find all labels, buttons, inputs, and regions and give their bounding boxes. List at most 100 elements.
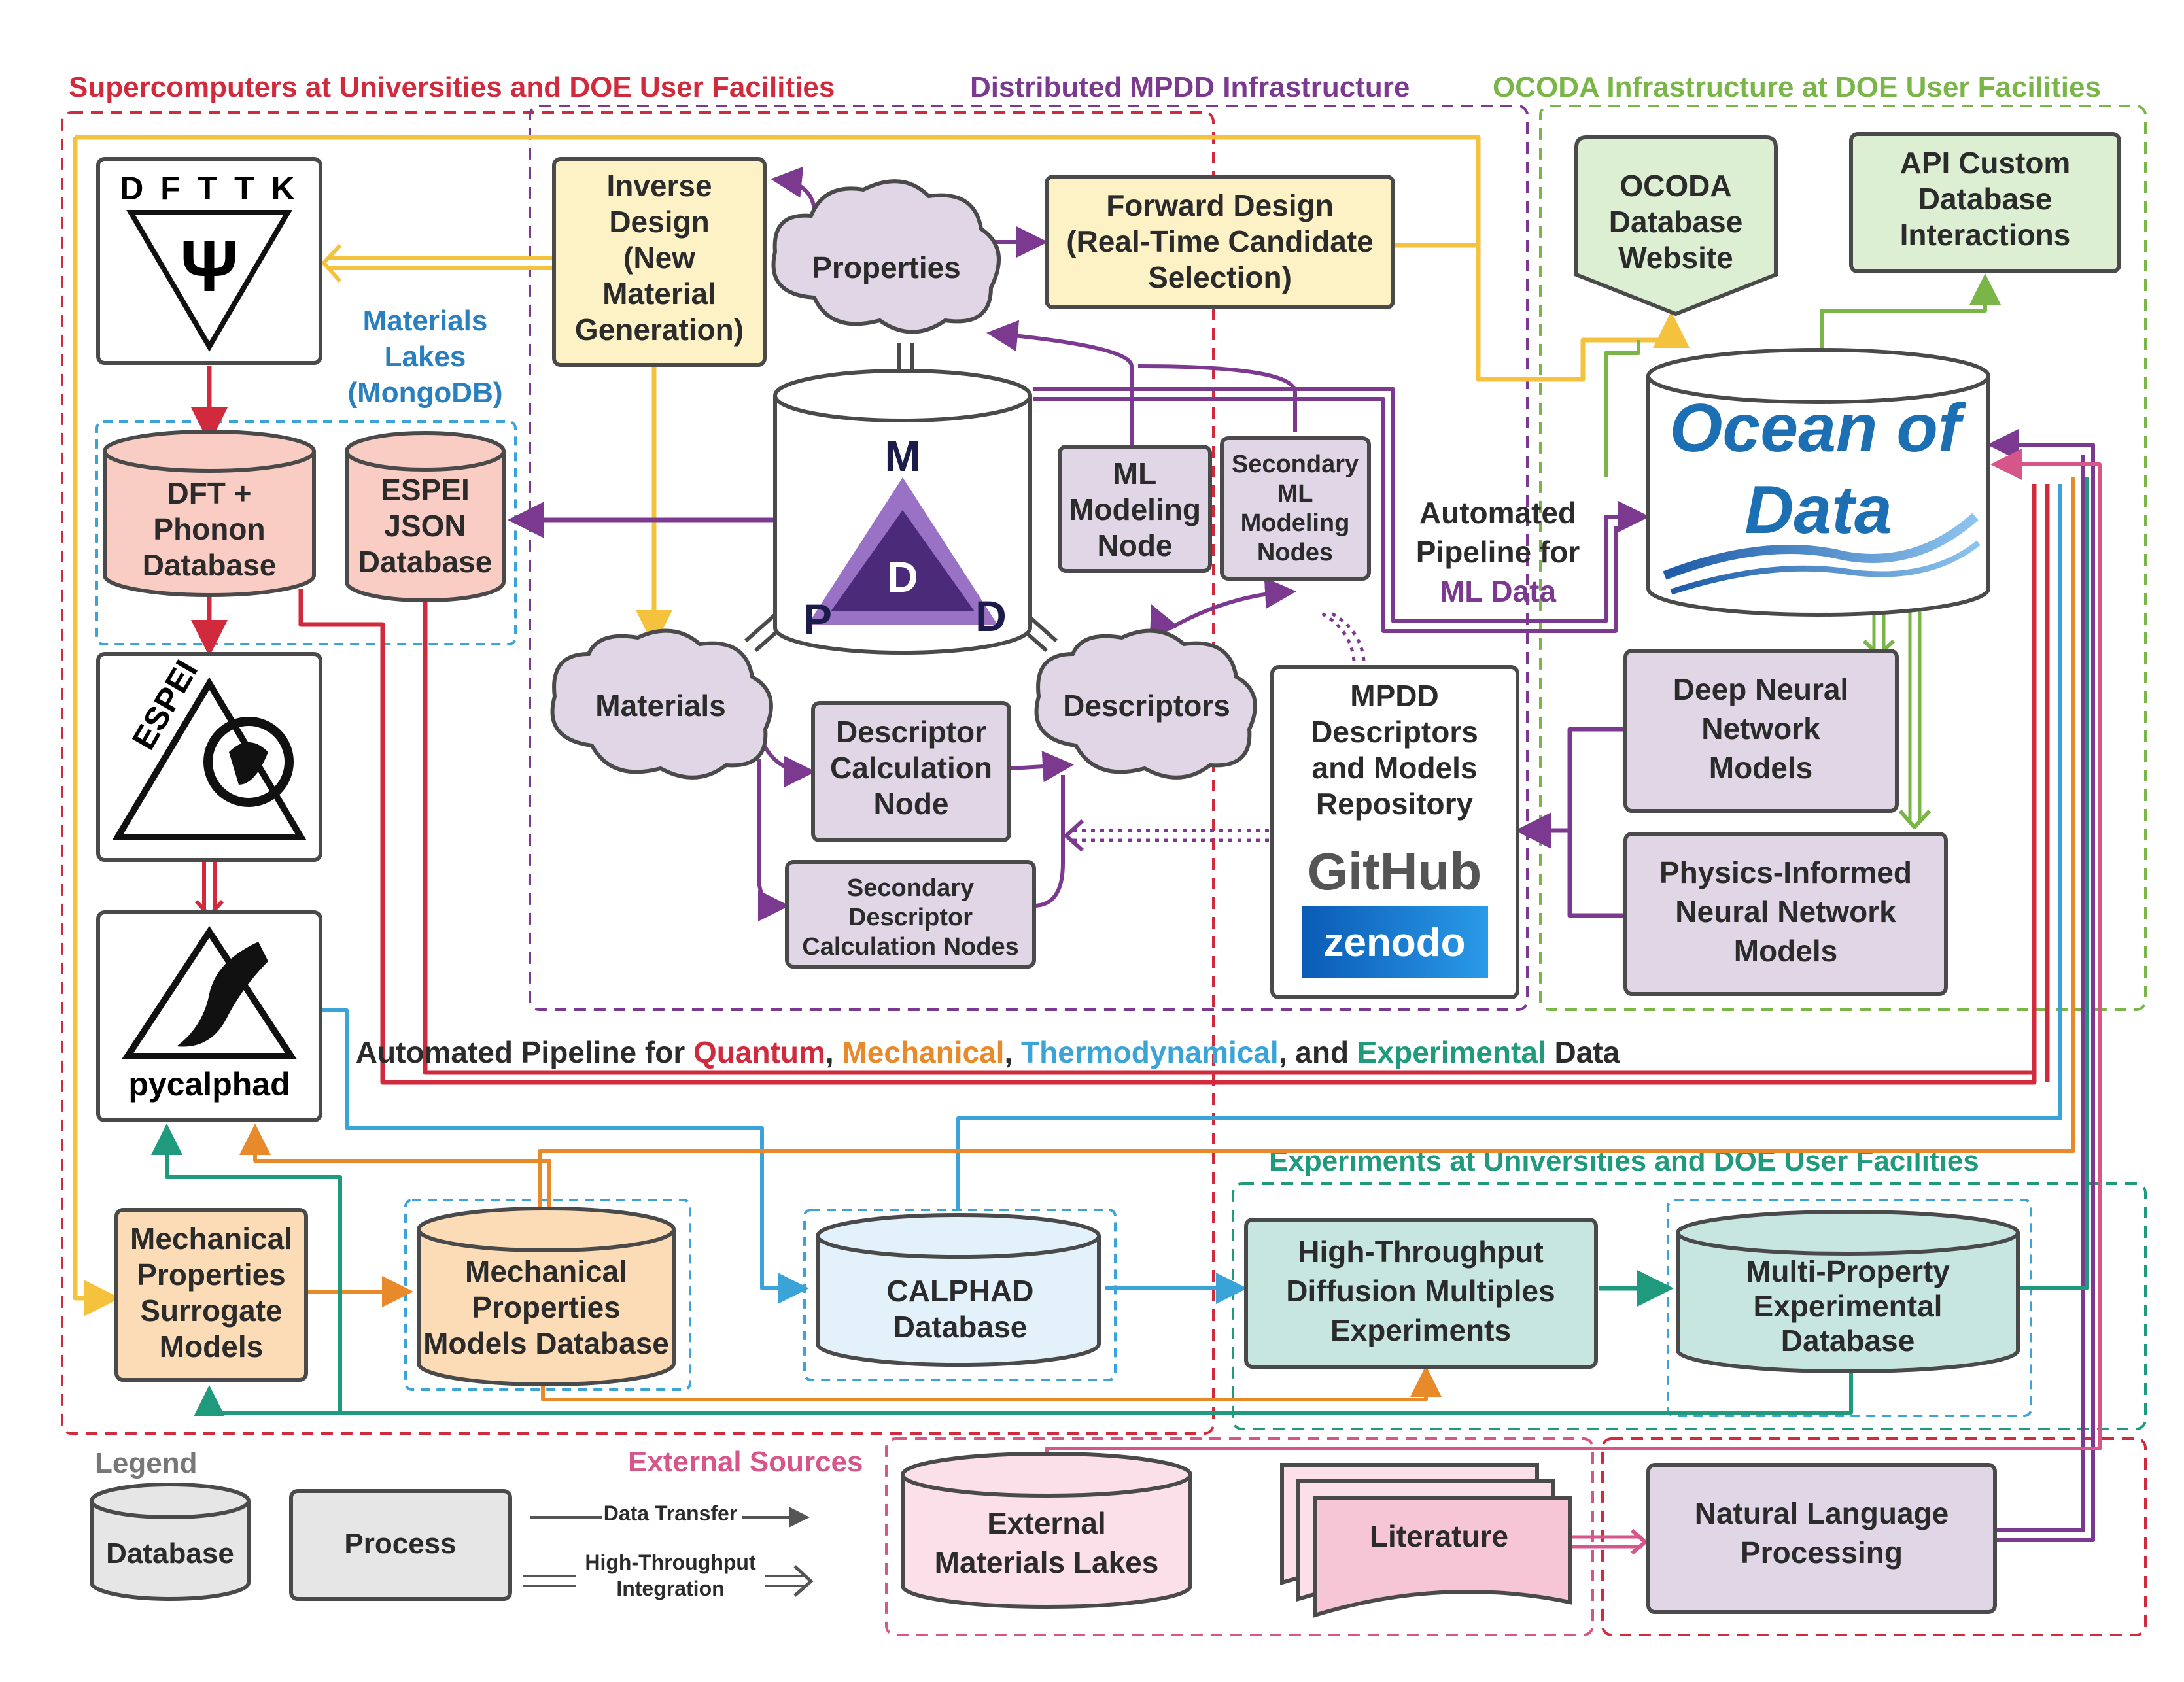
svg-text:Natural Language: Natural Language xyxy=(1695,1496,1949,1530)
svg-text:Diffusion Multiples: Diffusion Multiples xyxy=(1286,1274,1555,1308)
svg-text:Models Database: Models Database xyxy=(423,1326,669,1360)
svg-text:DFT +: DFT + xyxy=(167,476,251,510)
connectors xyxy=(73,135,2102,1555)
physics-nn-node[interactable]: Physics-Informed Neural Network Models xyxy=(1623,832,1948,996)
api-custom-node[interactable]: API Custom Database Interactions xyxy=(1849,132,2121,273)
legend-database: Database xyxy=(90,1483,251,1601)
svg-text:Database: Database xyxy=(143,548,277,582)
svg-text:Secondary: Secondary xyxy=(847,874,974,902)
region-supercomputers: Supercomputers at Universities and DOE U… xyxy=(61,71,1215,1435)
descriptors-cloud[interactable]: Descriptors xyxy=(1034,628,1257,780)
espei-json-database[interactable]: ESPEI JSON Database xyxy=(345,431,506,602)
forward-design-node[interactable]: Forward Design (Real-Time Candidate Sele… xyxy=(1045,175,1395,309)
mpdd-database[interactable]: M P D D xyxy=(744,343,1058,655)
svg-text:Properties: Properties xyxy=(812,250,961,284)
secondary-descriptor-nodes[interactable]: Secondary Descriptor Calculation Nodes xyxy=(785,860,1036,969)
svg-text:High-Throughput: High-Throughput xyxy=(585,1551,756,1574)
svg-text:and Models: and Models xyxy=(1311,751,1477,785)
svg-text:Descriptors: Descriptors xyxy=(1063,689,1230,723)
automated-pipeline-ml-label: Automated Pipeline for ML Data xyxy=(1416,496,1580,608)
espei-node[interactable]: ESPEI xyxy=(96,652,322,862)
dfttk-label: D F T T K xyxy=(120,170,298,207)
svg-text:High-Throughput: High-Throughput xyxy=(1298,1235,1544,1269)
svg-text:Database: Database xyxy=(1609,205,1743,239)
svg-text:ML: ML xyxy=(1113,456,1156,490)
materials-lakes-label: Materials Lakes (MongoDB) xyxy=(347,305,502,409)
region-mpdd-title: Distributed MPDD Infrastructure xyxy=(970,71,1410,103)
svg-text:Ocean of: Ocean of xyxy=(1670,390,1967,466)
svg-text:Lakes: Lakes xyxy=(385,341,466,373)
mech-models-database[interactable]: Mechanical Properties Models Database xyxy=(417,1207,676,1386)
svg-text:Neural Network: Neural Network xyxy=(1675,895,1896,929)
ocean-of-data-database[interactable]: Ocean of Data xyxy=(1646,348,1990,617)
svg-text:Node: Node xyxy=(1098,528,1173,562)
dfttk-node[interactable]: D F T T K Ψ xyxy=(96,157,322,365)
svg-text:JSON: JSON xyxy=(384,509,466,543)
svg-text:Processing: Processing xyxy=(1741,1536,1903,1570)
svg-text:Calculation: Calculation xyxy=(830,751,992,785)
svg-text:Descriptor: Descriptor xyxy=(836,715,986,749)
svg-text:Process: Process xyxy=(344,1528,456,1560)
svg-text:Node: Node xyxy=(874,787,949,821)
multi-db-group xyxy=(1667,1199,2032,1417)
espei-circle-icon xyxy=(203,717,294,807)
svg-text:Physics-Informed: Physics-Informed xyxy=(1659,855,1912,889)
zenodo-logo-bg xyxy=(1302,906,1488,978)
svg-text:Database: Database xyxy=(1918,182,2053,216)
properties-cloud[interactable]: Properties xyxy=(771,179,1001,334)
svg-text:Modeling: Modeling xyxy=(1241,509,1350,537)
svg-text:Material: Material xyxy=(602,277,716,311)
svg-text:Mechanical: Mechanical xyxy=(130,1222,292,1256)
descriptor-calc-node[interactable]: Descriptor Calculation Node xyxy=(811,701,1011,842)
svg-text:Calculation Nodes: Calculation Nodes xyxy=(802,933,1019,961)
mech-surrogate-node[interactable]: Mechanical Properties Surrogate Models xyxy=(114,1208,308,1382)
svg-text:ML: ML xyxy=(1277,480,1313,507)
mpdd-repository[interactable]: MPDD Descriptors and Models Repository G… xyxy=(1270,665,1519,999)
secondary-ml-nodes[interactable]: Secondary ML Modeling Nodes xyxy=(1220,436,1371,581)
svg-text:ESPEI: ESPEI xyxy=(381,473,470,507)
svg-text:ML Data: ML Data xyxy=(1440,574,1556,608)
dft-phonon-database[interactable]: DFT + Phonon Database xyxy=(103,430,316,597)
svg-text:Selection): Selection) xyxy=(1148,260,1292,294)
svg-text:Surrogate: Surrogate xyxy=(140,1294,282,1328)
svg-text:Experiments: Experiments xyxy=(1330,1313,1511,1347)
svg-text:(MongoDB): (MongoDB) xyxy=(347,377,502,409)
svg-text:Website: Website xyxy=(1618,241,1733,275)
svg-text:Materials: Materials xyxy=(595,689,725,723)
nlp-node[interactable]: Natural Language Processing xyxy=(1646,1463,1997,1614)
pipeline-caption: Automated Pipeline for Quantum, Mechanic… xyxy=(356,1035,1620,1069)
svg-text:Design: Design xyxy=(609,205,709,239)
svg-text:Interactions: Interactions xyxy=(1900,218,2071,252)
svg-text:Data Transfer: Data Transfer xyxy=(604,1502,738,1525)
legend-data-transfer: Data Transfer xyxy=(530,1501,810,1528)
region-ocoda: OCODA Infrastructure at DOE User Facilit… xyxy=(1493,71,2147,1011)
legend-ht-integration: High-Throughput Integration xyxy=(523,1550,814,1609)
svg-text:External: External xyxy=(987,1506,1106,1540)
literature-node[interactable]: Literature xyxy=(1280,1463,1572,1619)
svg-text:(Real-Time Candidate: (Real-Time Candidate xyxy=(1066,224,1373,258)
svg-text:Literature: Literature xyxy=(1370,1519,1508,1553)
svg-text:MPDD: MPDD xyxy=(1350,679,1438,713)
multi-property-database[interactable]: Multi-Property Experimental Database xyxy=(1676,1210,2020,1373)
external-lakes-database[interactable]: External Materials Lakes xyxy=(901,1452,1192,1609)
inverse-design-node[interactable]: Inverse Design (New Material Generation) xyxy=(552,157,767,367)
svg-text:Inverse: Inverse xyxy=(606,169,712,203)
svg-text:Database: Database xyxy=(1781,1324,1915,1358)
svg-text:(New: (New xyxy=(623,241,695,275)
ht-diffusion-node[interactable]: High-Throughput Diffusion Multiples Expe… xyxy=(1244,1218,1598,1369)
materials-cloud[interactable]: Materials xyxy=(550,628,773,780)
region-ocoda-title: OCODA Infrastructure at DOE User Facilit… xyxy=(1493,71,2101,103)
svg-text:OCODA: OCODA xyxy=(1620,169,1731,203)
svg-text:Modeling: Modeling xyxy=(1069,492,1201,526)
ml-modeling-node[interactable]: ML Modeling Node xyxy=(1058,445,1212,573)
pycalphad-node[interactable]: pycalphad xyxy=(96,910,322,1122)
svg-text:Multi-Property: Multi-Property xyxy=(1746,1254,1950,1288)
psi-icon: Ψ xyxy=(181,226,239,307)
deep-nn-node[interactable]: Deep Neural Network Models xyxy=(1623,649,1899,813)
calphad-database[interactable]: CALPHAD Database xyxy=(816,1213,1101,1367)
svg-text:Mechanical: Mechanical xyxy=(465,1254,627,1288)
ocoda-website-node[interactable]: OCODA Database Website xyxy=(1574,135,1778,317)
legend: Legend Database Process Data Transfer Hi… xyxy=(90,1447,814,1609)
svg-text:Phonon: Phonon xyxy=(153,512,265,546)
